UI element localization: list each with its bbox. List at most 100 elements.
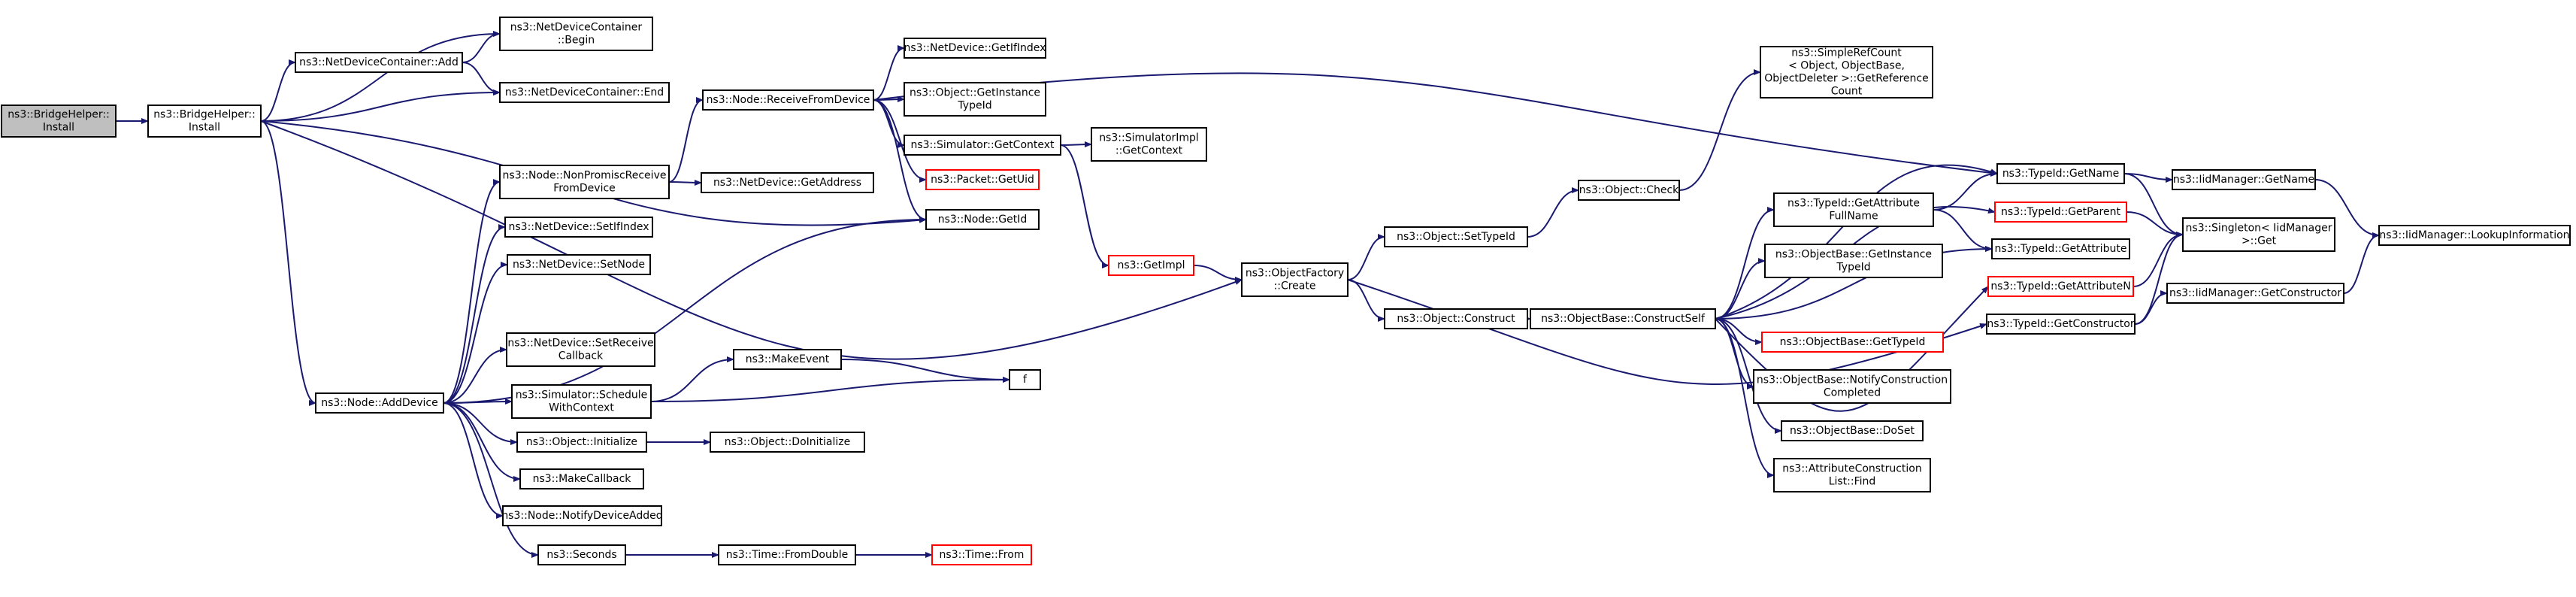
graph-node-time-fromdouble[interactable]: ns3::Time::FromDouble bbox=[718, 544, 856, 565]
edge-install-to-objfactory-create bbox=[260, 120, 1243, 360]
node-box bbox=[516, 432, 647, 453]
graph-node-ndc-end[interactable]: ns3::NetDeviceContainer::End bbox=[499, 82, 670, 103]
graph-node-ndc-add[interactable]: ns3::NetDeviceContainer::Add bbox=[295, 52, 463, 73]
graph-node-node-getid[interactable]: ns3::Node::GetId bbox=[925, 209, 1040, 230]
graph-node-obj-check[interactable]: ns3::Object::Check bbox=[1578, 180, 1680, 201]
graph-node-obj-settypeid[interactable]: ns3::Object::SetTypeId bbox=[1384, 226, 1528, 247]
edge-ndc-add-to-ndc-begin bbox=[462, 31, 501, 63]
graph-node-nd-getaddr[interactable]: ns3::NetDevice::GetAddress bbox=[701, 172, 874, 193]
graph-node-typeid-getname[interactable]: ns3::TypeId::GetName bbox=[1996, 163, 2125, 184]
node-label: ns3::Time::FromDouble bbox=[726, 549, 849, 561]
node-label: ns3::Simulator::GetContext bbox=[910, 139, 1055, 151]
edge-iid-getname-to-iid-lookup bbox=[2314, 179, 2380, 238]
node-box bbox=[506, 332, 655, 367]
graph-node-root[interactable]: ns3::BridgeHelper::Install bbox=[1, 105, 117, 138]
graph-node-obj-doinit[interactable]: ns3::Object::DoInitialize bbox=[710, 432, 865, 453]
node-label: ns3::BridgeHelper:: bbox=[153, 109, 256, 121]
node-box bbox=[1530, 308, 1716, 329]
node-box bbox=[1384, 226, 1528, 247]
node-box bbox=[701, 172, 874, 193]
node-box bbox=[315, 392, 444, 414]
node-label: < Object, ObjectBase, bbox=[1788, 60, 1905, 72]
graph-node-typeid-getattr[interactable]: ns3::TypeId::GetAttribute bbox=[1991, 238, 2130, 259]
graph-node-time-from[interactable]: ns3::Time::From bbox=[931, 544, 1032, 565]
graph-node-getimpl[interactable]: ns3::GetImpl bbox=[1108, 255, 1194, 276]
node-label: ns3::GetImpl bbox=[1117, 259, 1185, 271]
graph-node-iid-getctor[interactable]: ns3::IidManager::GetConstructor bbox=[2166, 283, 2344, 304]
edge-node-rfd-to-typeid-getname bbox=[873, 72, 1998, 176]
graph-node-simimpl-getctx[interactable]: ns3::SimulatorImpl::GetContext bbox=[1091, 127, 1207, 162]
edge-typeid-getattrfull-to-typeid-getattr bbox=[1933, 209, 1993, 252]
node-label: ns3::Object::GetInstance bbox=[910, 87, 1040, 99]
node-layer: ns3::BridgeHelper::Installns3::BridgeHel… bbox=[1, 17, 2571, 565]
graph-node-typeid-getctor[interactable]: ns3::TypeId::GetConstructor bbox=[1986, 314, 2136, 335]
node-label: Completed bbox=[1824, 387, 1881, 399]
graph-node-objfactory-create[interactable]: ns3::ObjectFactory::Create bbox=[1241, 262, 1349, 297]
node-label: ns3::TypeId::GetName bbox=[2002, 168, 2119, 180]
graph-node-typeid-getparent[interactable]: ns3::TypeId::GetParent bbox=[1994, 202, 2127, 223]
graph-node-nd-setifindex[interactable]: ns3::NetDevice::SetIfIndex bbox=[504, 217, 653, 238]
node-box bbox=[1108, 255, 1194, 276]
node-box bbox=[507, 254, 651, 275]
graph-node-singleton-get[interactable]: ns3::Singleton< IidManager>::Get bbox=[2182, 217, 2335, 252]
node-label: >::Get bbox=[2242, 235, 2277, 247]
edge-typeid-getattrn-to-singleton-get bbox=[2133, 232, 2184, 287]
graph-node-node-adddev[interactable]: ns3::Node::AddDevice bbox=[315, 392, 444, 414]
graph-node-nd-setnode[interactable]: ns3::NetDevice::SetNode bbox=[507, 254, 651, 275]
node-label: FullName bbox=[1829, 211, 1878, 223]
graph-node-makecallback[interactable]: ns3::MakeCallback bbox=[519, 468, 644, 489]
graph-node-seconds[interactable]: ns3::Seconds bbox=[537, 544, 626, 565]
edge-typeid-getctor-to-iid-getctor bbox=[2134, 290, 2168, 325]
graph-node-objbase-gettypeid[interactable]: ns3::ObjectBase::GetTypeId bbox=[1761, 332, 1944, 353]
node-label: ns3::NetDevice::GetAddress bbox=[713, 177, 861, 189]
edge-node-adddev-to-node-getid bbox=[443, 217, 927, 404]
edge-sim-getctx-to-simimpl-getctx bbox=[1060, 141, 1092, 148]
graph-node-objbase-notify[interactable]: ns3::ObjectBase::NotifyConstructionCompl… bbox=[1753, 369, 1951, 404]
node-label: ns3::Node::ReceiveFromDevice bbox=[707, 94, 870, 106]
node-label: ns3::Object::Construct bbox=[1397, 313, 1515, 325]
edge-node-adddev-to-nd-setrecv bbox=[443, 347, 507, 404]
edge-node-adddev-to-node-notify bbox=[443, 402, 504, 519]
graph-node-ndc-begin[interactable]: ns3::NetDeviceContainer::Begin bbox=[499, 17, 653, 51]
edge-objfactory-create-to-obj-settypeid bbox=[1347, 234, 1385, 280]
graph-node-node-notify[interactable]: ns3::Node::NotifyDeviceAdded bbox=[501, 505, 663, 526]
graph-node-iid-getname[interactable]: ns3::IidManager::GetName bbox=[2172, 169, 2316, 190]
edge-sim-getctx-to-getimpl bbox=[1060, 144, 1109, 268]
graph-node-obj-construct[interactable]: ns3::Object::Construct bbox=[1384, 308, 1528, 329]
graph-node-typeid-getattrn[interactable]: ns3::TypeId::GetAttributeN bbox=[1987, 276, 2134, 297]
node-label: ns3::ObjectBase::DoSet bbox=[1790, 425, 1915, 437]
graph-node-objbase-construct[interactable]: ns3::ObjectBase::ConstructSelf bbox=[1530, 308, 1716, 329]
graph-node-f[interactable]: f bbox=[1009, 369, 1041, 390]
edge-makeevent-to-f bbox=[840, 359, 1010, 383]
graph-node-sim-getctx[interactable]: ns3::Simulator::GetContext bbox=[904, 135, 1061, 156]
node-label: ns3::TypeId::GetAttributeN bbox=[1990, 280, 2130, 292]
node-box bbox=[1987, 276, 2134, 297]
node-label: ns3::AttributeConstruction bbox=[1782, 463, 1921, 475]
graph-node-makeevent[interactable]: ns3::MakeEvent bbox=[733, 349, 842, 370]
graph-node-install[interactable]: ns3::BridgeHelper::Install bbox=[147, 105, 262, 138]
graph-node-objbase-doset[interactable]: ns3::ObjectBase::DoSet bbox=[1781, 420, 1924, 441]
edge-typeid-getparent-to-singleton-get bbox=[2126, 211, 2184, 238]
graph-node-node-rfd[interactable]: ns3::Node::ReceiveFromDevice bbox=[702, 89, 874, 111]
node-label: ns3::TypeId::GetParent bbox=[2001, 206, 2120, 218]
graph-node-iid-lookup[interactable]: ns3::IidManager::LookupInformation bbox=[2378, 225, 2571, 246]
node-label: ns3::IidManager::GetConstructor bbox=[2169, 287, 2341, 299]
graph-node-obj-init[interactable]: ns3::Object::Initialize bbox=[516, 432, 647, 453]
edge-typeid-getctor-to-singleton-get bbox=[2134, 232, 2184, 325]
node-box bbox=[519, 468, 644, 489]
edge-ndc-add-to-ndc-end bbox=[462, 62, 501, 95]
node-box bbox=[904, 38, 1046, 59]
graph-node-nd-getifindex[interactable]: ns3::NetDevice::GetIfIndex bbox=[904, 38, 1046, 59]
node-label: ns3::Node::AddDevice bbox=[321, 397, 437, 409]
graph-node-pkt-getuid[interactable]: ns3::Packet::GetUid bbox=[925, 169, 1040, 190]
node-label: WithContext bbox=[549, 402, 614, 414]
node-box bbox=[295, 52, 463, 73]
graph-node-srefcount[interactable]: ns3::SimpleRefCount< Object, ObjectBase,… bbox=[1760, 46, 1933, 98]
